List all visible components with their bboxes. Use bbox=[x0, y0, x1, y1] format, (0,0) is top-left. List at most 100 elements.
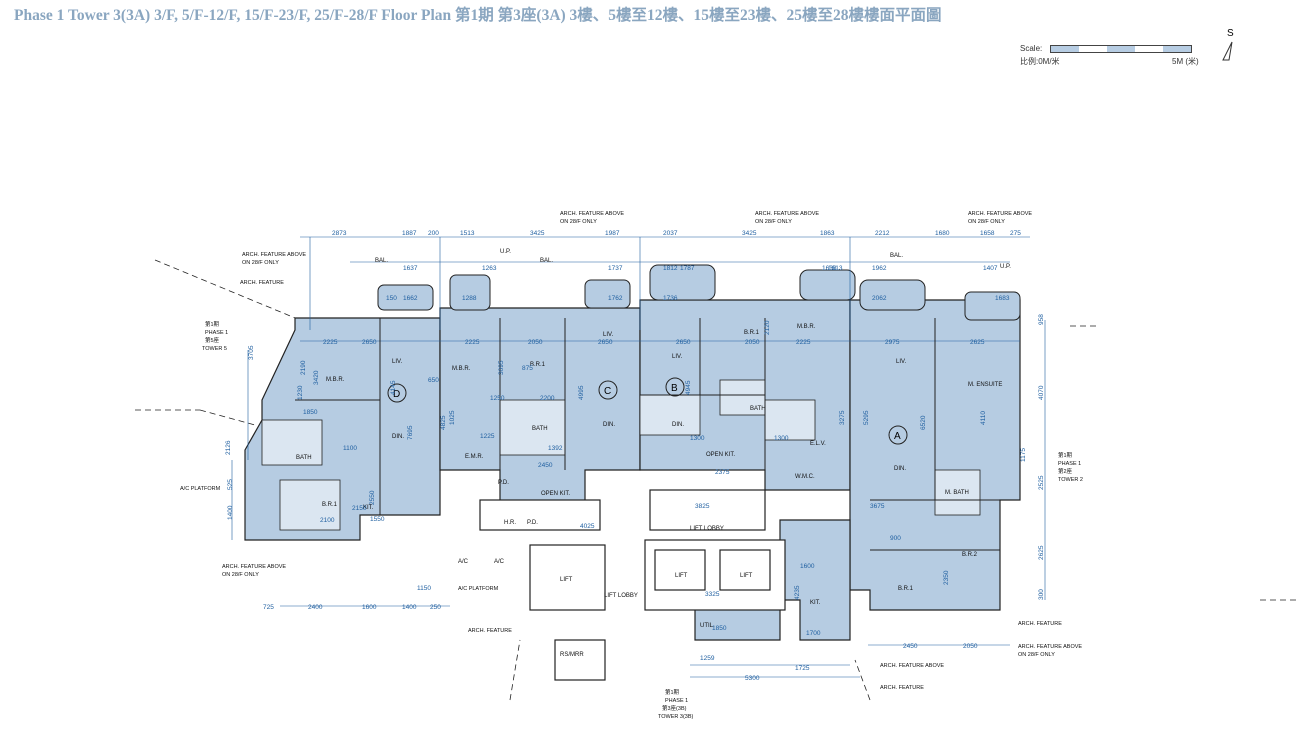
on-28f-2: ON 28/F ONLY bbox=[222, 572, 259, 578]
dimension-misc-0: 1392 bbox=[548, 445, 563, 452]
dimension-misc-10: 3095 bbox=[498, 360, 505, 375]
room-pd-2: P.D. bbox=[527, 520, 538, 526]
room-liv-b: LIV. bbox=[672, 354, 682, 360]
room-lift-1: LIFT bbox=[560, 577, 573, 583]
dimension-misc-15: 1300 bbox=[690, 435, 705, 442]
dimension-second-7: 1962 bbox=[872, 265, 887, 272]
dimension-lines bbox=[231, 236, 1046, 678]
t5-l3: TOWER 5 bbox=[202, 346, 227, 352]
room-mbr-b: M.B.R. bbox=[797, 324, 816, 330]
dimension-misc-20: 4235 bbox=[794, 585, 801, 600]
dimension-left-0: 3705 bbox=[248, 345, 255, 360]
dimension-bottom-1: 2400 bbox=[308, 604, 323, 611]
room-lift-2: LIFT bbox=[675, 573, 688, 579]
lift-1 bbox=[529, 544, 606, 611]
dimension-row4-0: 2225 bbox=[323, 339, 338, 346]
arch-feature-above-5: ARCH. FEATURE ABOVE bbox=[755, 211, 819, 217]
dimension-top-9: 2212 bbox=[875, 230, 890, 237]
dimension-misc-9: 6520 bbox=[920, 415, 927, 430]
unit-d-label: D bbox=[393, 389, 400, 400]
arch-feature-above-4: ARCH. FEATURE ABOVE bbox=[880, 663, 944, 669]
dimension-second-0: 1637 bbox=[403, 265, 418, 272]
dimension-top-2: 200 bbox=[428, 230, 439, 237]
unit-b-lower-fill bbox=[779, 519, 851, 641]
dimension-misc-11: 2120 bbox=[764, 320, 771, 335]
dimension-misc-26: 2550 bbox=[369, 490, 376, 505]
dimension-bottom-6: 1725 bbox=[795, 665, 810, 672]
room-lift-lobby-1: LIFT LOBBY bbox=[690, 526, 724, 532]
t5-l0: 第1期 bbox=[205, 320, 220, 328]
dimension-misc-21: 1850 bbox=[712, 625, 727, 632]
room-up-2: U.P. bbox=[1000, 264, 1011, 270]
page-title: Phase 1 Tower 3(3A) 3/F, 5/F-12/F, 15/F-… bbox=[14, 7, 942, 24]
ac-platform-2: A/C PLATFORM bbox=[458, 586, 499, 592]
dimension-misc-30: 3275 bbox=[839, 410, 846, 425]
room-mbr-d: M.B.R. bbox=[326, 377, 345, 383]
dimension-bottom-9: 2050 bbox=[963, 643, 978, 650]
room-pd-1: P.D. bbox=[498, 480, 509, 486]
room-openkit-c: OPEN KIT. bbox=[541, 491, 570, 497]
unit-c-label: C bbox=[604, 386, 611, 397]
dimension-top-12: 275 bbox=[1010, 230, 1021, 237]
scale-bar bbox=[1050, 45, 1192, 53]
lift-lobby-upper bbox=[649, 489, 766, 531]
room-bath-d: BATH bbox=[296, 455, 312, 461]
room-ac-2: A/C bbox=[494, 559, 505, 565]
dimension-misc-16: 650 bbox=[428, 377, 439, 384]
dimension-misc-1: 2450 bbox=[538, 462, 553, 469]
core bbox=[479, 489, 786, 681]
dimension-top-10: 1680 bbox=[935, 230, 950, 237]
dimension-misc-23: 875 bbox=[522, 365, 533, 372]
t2-l2: 第2座 bbox=[1058, 467, 1073, 475]
dimension-row3-2: 1288 bbox=[462, 295, 477, 302]
dimension-misc-2: 2200 bbox=[540, 395, 555, 402]
t3b-l3: TOWER 3(3B) bbox=[658, 714, 694, 720]
room-elv: E.L.V. bbox=[810, 441, 826, 447]
arch-feature-4: ARCH. FEATURE bbox=[880, 685, 924, 691]
arch-feature-above-2: ARCH. FEATURE ABOVE bbox=[222, 564, 286, 570]
room-bath-b: BATH bbox=[750, 406, 766, 412]
dimension-bottom-10: 4025 bbox=[580, 523, 595, 530]
dimension-second-2: 1737 bbox=[608, 265, 623, 272]
dimension-top-3: 1513 bbox=[460, 230, 475, 237]
dimension-right-5: 300 bbox=[1038, 589, 1045, 600]
dimension-left-4: 4145 bbox=[390, 380, 397, 395]
unit-a-label: A bbox=[894, 431, 901, 442]
dimension-bottom-5: 1259 bbox=[700, 655, 715, 662]
room-br2-a: B.R.2 bbox=[962, 552, 978, 558]
site-boundary bbox=[135, 259, 1296, 701]
room-wmc: W.M.C. bbox=[795, 474, 815, 480]
dimension-misc-14: 2375 bbox=[715, 469, 730, 476]
lift-lobby-corridor bbox=[479, 499, 601, 531]
room-ensuite-a: M. ENSUITE bbox=[968, 382, 1002, 388]
dimension-row4-6: 2050 bbox=[745, 339, 760, 346]
north-arrow-icon: S bbox=[1215, 26, 1239, 66]
t2-l1: PHASE 1 bbox=[1058, 461, 1081, 467]
dimension-top-5: 1987 bbox=[605, 230, 620, 237]
dimension-second-4: 1787 bbox=[680, 265, 695, 272]
dimension-right-3: 2625 bbox=[1038, 545, 1045, 560]
room-bal-3: BAL. bbox=[890, 253, 903, 259]
dimension-left-3: 525 bbox=[227, 479, 234, 490]
on-28f-5: ON 28/F ONLY bbox=[755, 219, 792, 225]
dimension-left-1: 2126 bbox=[225, 440, 232, 455]
room-openkit-b: OPEN KIT. bbox=[706, 452, 735, 458]
room-br1-b: B.R.1 bbox=[744, 330, 760, 336]
room-din-d: DIN. bbox=[392, 434, 404, 440]
room-mbr-c: M.B.R. bbox=[452, 366, 471, 372]
dimension-bottom-7: 5300 bbox=[745, 675, 760, 682]
dimension-misc-25: 4825 bbox=[440, 415, 447, 430]
room-lift-lobby-2: LIFT LOBBY bbox=[604, 593, 638, 599]
room-liv-a: LIV. bbox=[896, 359, 906, 365]
dimension-misc-28: 1150 bbox=[417, 585, 431, 592]
dimension-top-0: 2873 bbox=[332, 230, 347, 237]
dimension-row4-8: 2975 bbox=[885, 339, 900, 346]
unit-b-label: B bbox=[671, 383, 678, 394]
dimension-row3-5: 2062 bbox=[872, 295, 887, 302]
room-din-a: DIN. bbox=[894, 466, 906, 472]
dimension-left-6: 3420 bbox=[313, 370, 320, 385]
room-bal-1: BAL. bbox=[375, 258, 388, 264]
dimension-bottom-3: 1400 bbox=[402, 604, 417, 611]
